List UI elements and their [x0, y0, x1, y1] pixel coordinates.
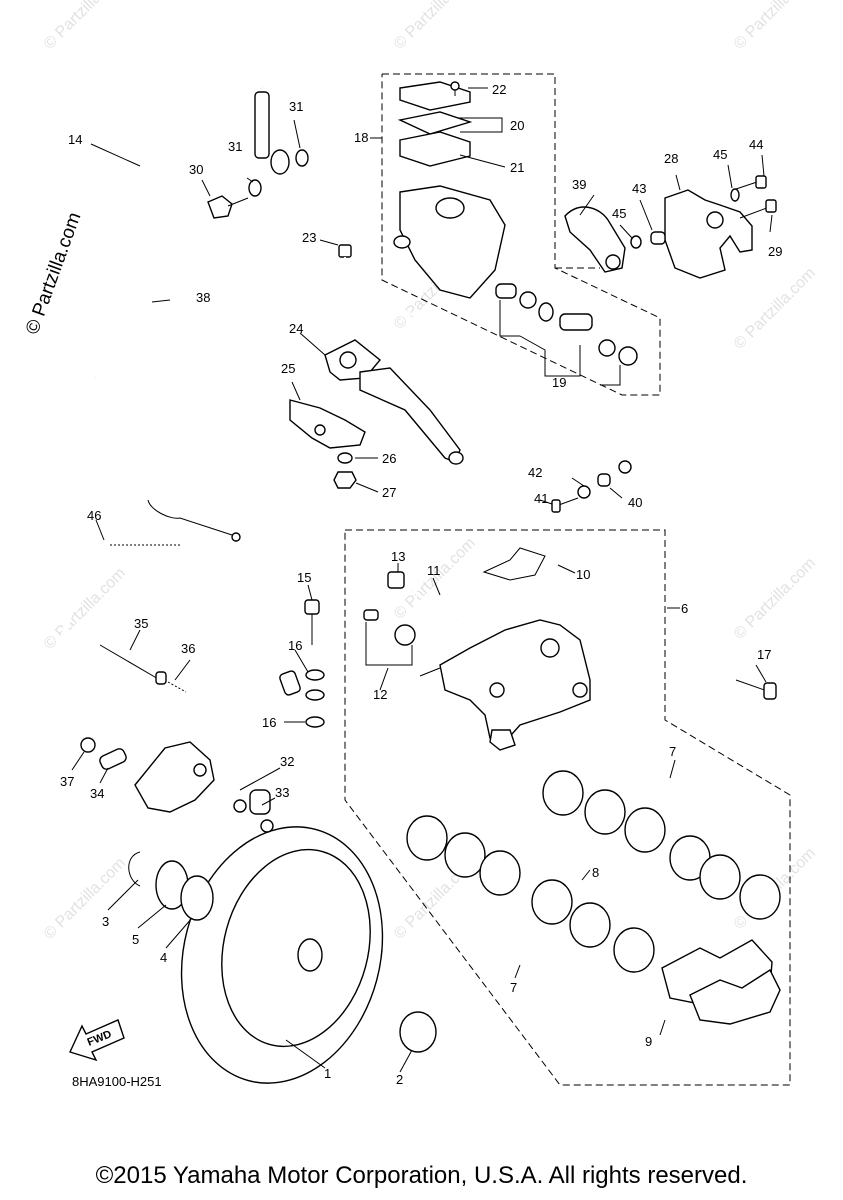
- throttle-housing: [564, 189, 753, 279]
- brake-caliper: [439, 619, 591, 751]
- callout-label: 26: [382, 451, 396, 466]
- caliper-bolts: [304, 599, 777, 728]
- callout-label: 13: [391, 549, 405, 564]
- caliper-pistons: [406, 770, 781, 973]
- callout-label: 16: [288, 638, 302, 653]
- callout-label: 46: [87, 508, 101, 523]
- callout-label: 25: [281, 361, 295, 376]
- watermark: © Partzilla.com: [731, 0, 819, 53]
- callout-label: 29: [768, 244, 782, 259]
- callout-label: 22: [492, 82, 506, 97]
- callout-label: 14: [68, 132, 82, 147]
- callout-label: 3: [102, 914, 109, 929]
- callout-label: 2: [396, 1072, 403, 1087]
- callout-label: 1: [324, 1066, 331, 1081]
- watermark: © Partzilla.com: [391, 0, 479, 53]
- watermark: © Partzilla.com: [731, 555, 819, 643]
- callout-label: 23: [302, 230, 316, 245]
- callout-label: 5: [132, 932, 139, 947]
- callout-label: 34: [90, 786, 104, 801]
- cable-bracket: [289, 399, 366, 449]
- callout-label: 32: [280, 754, 294, 769]
- callout-label: 11: [427, 563, 441, 578]
- callout-label: 31: [289, 99, 303, 114]
- callout-label: 33: [275, 785, 289, 800]
- housing-fasteners: [630, 175, 777, 249]
- callout-label: 7: [510, 980, 517, 995]
- brake-lever: [324, 339, 464, 465]
- brake-pads: [661, 939, 781, 1025]
- callout-label: 17: [757, 647, 771, 662]
- callout-label: 45: [713, 147, 727, 162]
- piston-kit: [495, 283, 638, 386]
- callout-label: 36: [181, 641, 195, 656]
- watermark: © Partzilla.com: [731, 265, 819, 353]
- callout-label: 38: [196, 290, 210, 305]
- callout-label: 41: [534, 491, 548, 506]
- parking-bracket: [80, 644, 274, 833]
- callout-label: 35: [134, 616, 148, 631]
- copyright-text: ©2015 Yamaha Motor Corporation, U.S.A. A…: [95, 1162, 748, 1189]
- callout-label: 43: [632, 181, 646, 196]
- callout-label: 21: [510, 160, 524, 175]
- leader-lines: [71, 87, 773, 1073]
- brake-disc: [180, 826, 437, 1084]
- callout-label: 9: [645, 1034, 652, 1049]
- callout-label: 8: [592, 865, 599, 880]
- callout-label: 28: [664, 151, 678, 166]
- watermark: © Partzilla.com: [41, 855, 129, 943]
- master-cylinder: [393, 81, 506, 299]
- callout-label: 39: [572, 177, 586, 192]
- callout-label: 15: [297, 570, 311, 585]
- callout-label: 16: [262, 715, 276, 730]
- callout-label: 18: [354, 130, 368, 145]
- caliper-fittings: [363, 547, 546, 677]
- callout-label: 10: [576, 567, 590, 582]
- brake-hose: [84, 70, 301, 696]
- callout-label: 12: [373, 687, 387, 702]
- callout-label: 19: [552, 375, 566, 390]
- disc-seals: [128, 851, 214, 921]
- callout-label: 7: [669, 744, 676, 759]
- callouts: 1 2 3 4 5 6 7 7 8 9 10 11 12 13 14 15 16…: [60, 82, 782, 1087]
- watermark: © Partzilla.com: [41, 0, 129, 53]
- lever-bolt: [338, 244, 352, 295]
- diagram-code: 8HA9100-H251: [72, 1074, 162, 1089]
- cable-adjuster: [551, 473, 611, 513]
- cable-spring: [55, 542, 180, 661]
- banjo-bolt-washers: [207, 149, 309, 219]
- lever-fittings: [333, 452, 357, 489]
- callout-label: 31: [228, 139, 242, 154]
- callout-label: 20: [510, 118, 524, 133]
- callout-label: 37: [60, 774, 74, 789]
- callout-label: 24: [289, 321, 303, 336]
- fwd-arrow: FWD: [69, 1019, 125, 1062]
- callout-label: 44: [749, 137, 763, 152]
- callout-label: 4: [160, 950, 167, 965]
- callout-label: 45: [612, 206, 626, 221]
- callout-label: 27: [382, 485, 396, 500]
- callout-label: 40: [628, 495, 642, 510]
- callout-label: 42: [528, 465, 542, 480]
- assembly-boxes: [344, 73, 791, 1086]
- throttle-cable: [142, 211, 632, 542]
- callout-label: 6: [681, 601, 688, 616]
- callout-label: 30: [189, 162, 203, 177]
- brake-cable: [214, 386, 296, 402]
